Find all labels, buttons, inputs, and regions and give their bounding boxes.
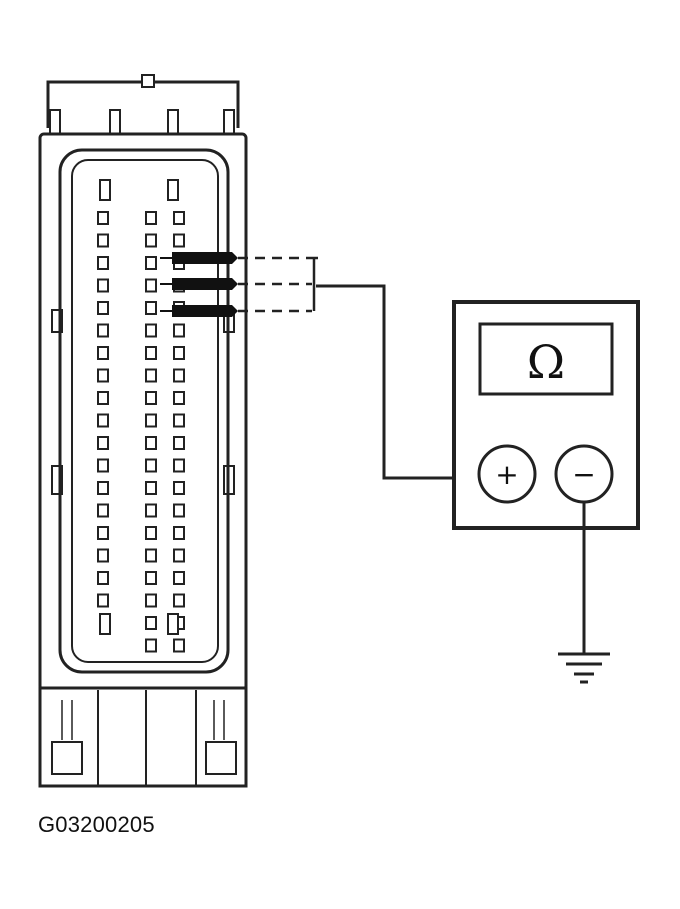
connector-bottom-lock [205,741,237,775]
pin-cavity [97,256,109,270]
pin-cavity [97,301,109,315]
ohmmeter: Ω + − [452,300,640,530]
pin-cavity [97,323,109,338]
test-probe [160,278,238,290]
pin-cavity [97,346,109,360]
pin-cavity [145,278,157,293]
connector-top-tab [141,74,155,88]
connector-side-rib [51,465,63,495]
pin-cavity [97,481,109,495]
connector-top-bracket [46,80,240,128]
pin-cavity [173,413,185,428]
pin-cavity [145,638,157,653]
pin-cavity [97,391,109,405]
connector-bottom-lock [51,741,83,775]
pin-cavity [173,548,185,563]
pin-cavity [145,616,157,630]
pin-cavity [97,211,109,225]
negative-terminal-label: − [572,458,595,491]
pin-cavity [173,481,185,495]
ohmmeter-display [478,322,614,396]
pin-cavity [173,638,185,653]
positive-terminal-label: + [495,458,518,491]
pin-cavity [97,413,109,428]
large-pin-cavity [167,613,179,635]
pin-cavity [173,458,185,473]
pin-cavity [145,526,157,540]
pin-cavity [173,233,185,248]
pin-cavity [145,593,157,608]
connector-latch [223,109,235,137]
large-pin-cavity [99,613,111,635]
pin-cavity [145,323,157,338]
pin-cavity [173,526,185,540]
pin-cavity [97,458,109,473]
test-probes [160,252,238,317]
pin-cavity [97,526,109,540]
pin-cavity [173,571,185,585]
pin-cavity [145,458,157,473]
figure-code: G03200205 [38,812,155,837]
test-probe [160,252,238,264]
pin-cavity [145,571,157,585]
pin-cavity [145,233,157,248]
connector-bottom-housing [38,686,248,788]
pin-cavity [145,548,157,563]
pin-cavity [145,413,157,428]
connector-inner-outline [58,148,230,674]
large-pin-cavity [99,179,111,201]
large-pin-cavity [167,179,179,201]
pin-cavity [97,436,109,450]
pin-cavity [173,593,185,608]
pin-cavity [145,211,157,225]
pin-cavity [97,233,109,248]
pin-cavity [97,368,109,383]
connector-pin-cavities [97,179,185,653]
pin-cavity [173,346,185,360]
pin-cavity [97,593,109,608]
connector-side-rib [51,309,63,333]
pin-cavity [97,278,109,293]
positive-terminal [477,444,537,504]
pin-cavity [145,391,157,405]
pin-cavity [145,436,157,450]
pin-cavity [173,211,185,225]
connector-inner-outline [71,159,219,663]
pin-cavity [173,368,185,383]
connector-latch [167,109,179,137]
connector [38,74,248,788]
test-probe [160,305,238,317]
ohm-symbol: Ω [527,335,565,389]
pin-cavity [173,503,185,518]
pin-cavity [145,301,157,315]
pin-cavity [145,256,157,270]
connector-latch [49,109,61,137]
pin-cavity [145,503,157,518]
connector-latch [109,109,121,137]
pin-cavity [97,571,109,585]
connector-shell [38,132,248,692]
pin-cavity [145,346,157,360]
pin-cavity [97,548,109,563]
pin-cavity [173,323,185,338]
pin-cavity [173,391,185,405]
ground-icon [558,652,610,684]
pin-cavity [97,503,109,518]
connector-side-rib [223,465,235,495]
pin-cavity [173,436,185,450]
pin-cavity [145,481,157,495]
positive-test-lead [316,284,480,480]
pin-cavity [145,368,157,383]
dashed-test-leads [238,256,318,313]
